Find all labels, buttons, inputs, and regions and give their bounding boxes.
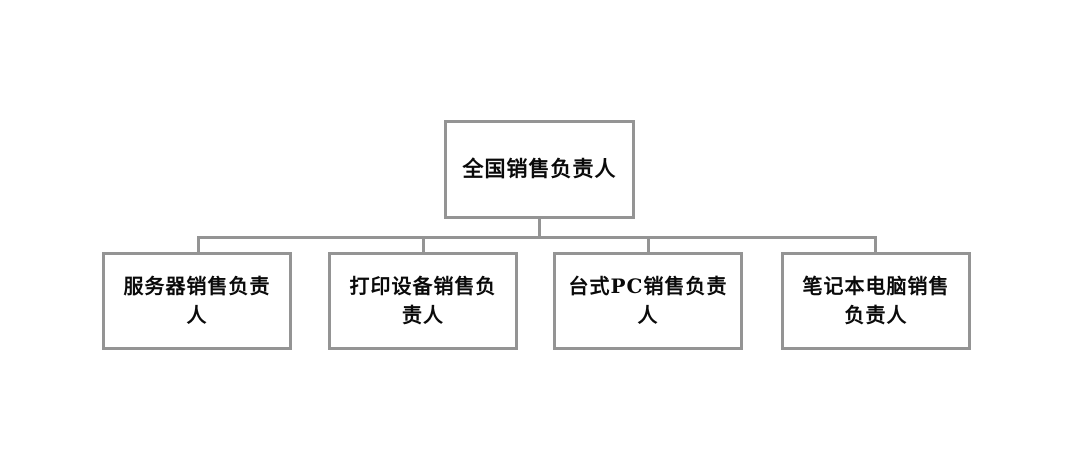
org-node-server-sales[interactable]: 服务器销售负责人 <box>102 252 292 350</box>
org-node-server-sales-label: 服务器销售负责人 <box>123 274 271 327</box>
org-node-desktop-pc-sales[interactable]: 台式PC销售负责人 <box>553 252 743 350</box>
org-node-root-label: 全国销售负责人 <box>462 156 617 182</box>
connector-drop-child-2 <box>647 236 650 253</box>
connector-horizontal-bus <box>197 236 876 239</box>
org-node-root[interactable]: 全国销售负责人 <box>444 120 635 219</box>
connector-drop-child-3 <box>874 236 877 253</box>
connector-drop-child-1 <box>422 236 425 253</box>
org-node-printer-sales-label: 打印设备销售负责人 <box>349 274 497 327</box>
org-node-printer-sales[interactable]: 打印设备销售负责人 <box>328 252 518 350</box>
org-node-desktop-pc-sales-label: 台式PC销售负责人 <box>568 274 728 327</box>
org-node-laptop-sales-label: 笔记本电脑销售负责人 <box>802 274 950 327</box>
org-node-laptop-sales[interactable]: 笔记本电脑销售负责人 <box>781 252 971 350</box>
connector-root-stem <box>538 219 541 238</box>
connector-drop-child-0 <box>197 236 200 253</box>
